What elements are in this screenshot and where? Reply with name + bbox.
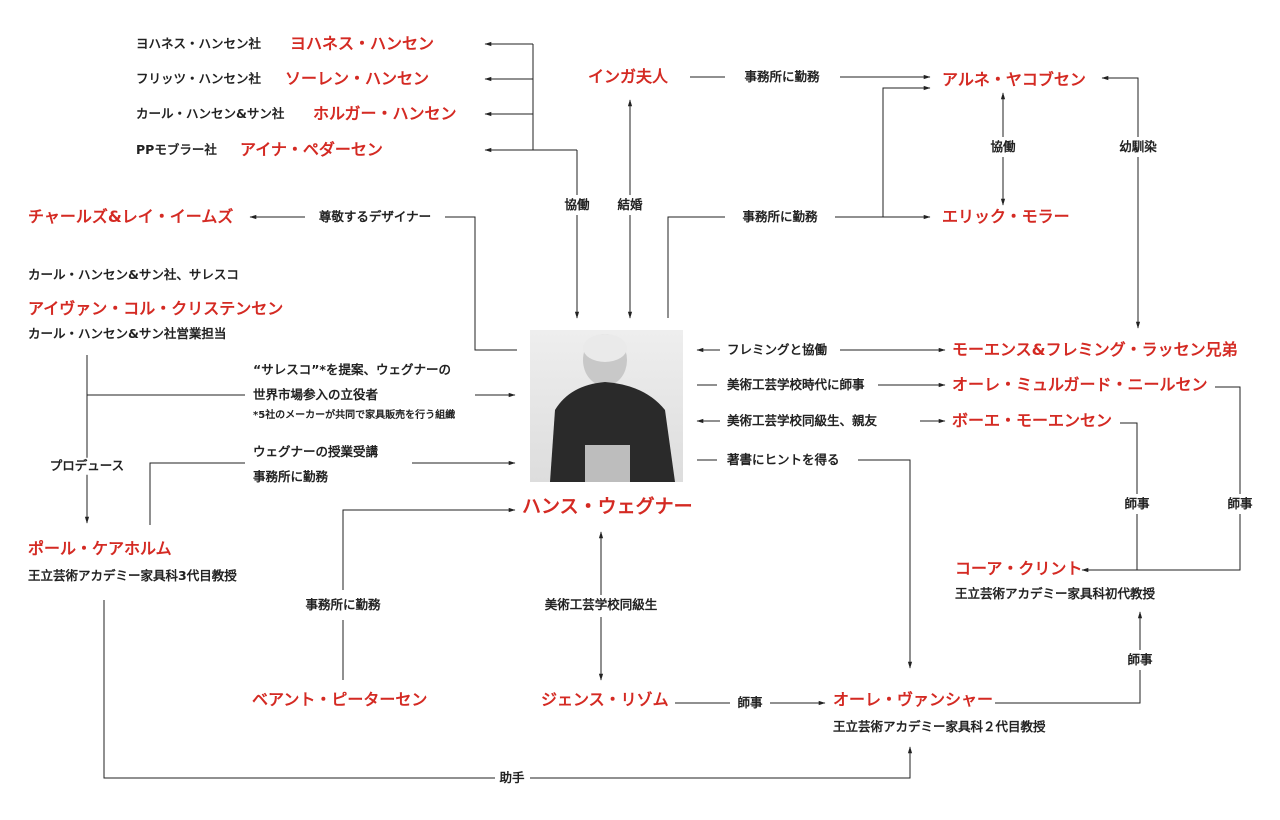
company-label: ヨハネス・ハンセン社 xyxy=(136,35,262,51)
company-label: カール・ハンセン&サン社 xyxy=(136,105,285,121)
relation-label: 事務所に勤務 xyxy=(744,68,820,84)
relation-label: 師事 xyxy=(737,694,763,710)
person-wegner: ハンス・ウェグナー xyxy=(522,495,693,518)
relation-label: プロデュース xyxy=(49,457,125,475)
poul-title: 王立芸術アカデミー家具科3代目教授 xyxy=(28,567,237,583)
ivan-affiliation: カール・ハンセン&サン社、サレスコ xyxy=(28,266,239,282)
relation-label: 結婚 xyxy=(617,196,643,212)
person-ole-w: オーレ・ヴァンシャー xyxy=(833,690,994,709)
relation-label: 幼馴染 xyxy=(1119,138,1157,154)
company-label: フリッツ・ハンセン社 xyxy=(136,70,262,86)
person-eames: チャールズ&レイ・イームズ xyxy=(28,207,234,226)
relation-label: 助手 xyxy=(499,769,525,785)
relation-label: 美術工芸学校同級生 xyxy=(544,596,658,612)
relation-label: 事務所に勤務 xyxy=(253,468,329,484)
person-bent: ベアント・ピーターセン xyxy=(252,690,428,709)
person-borge: ボーエ・モーエンセン xyxy=(952,411,1113,430)
person-name: ヨハネス・ハンセン xyxy=(290,34,435,53)
relation-label: フレミングと協働 xyxy=(727,341,828,357)
relation-label: 事務所に勤務 xyxy=(305,596,381,612)
relation-label: 協働 xyxy=(564,196,590,212)
relation-label: 師事 xyxy=(1227,495,1253,511)
portrait-illustration xyxy=(550,334,675,482)
relation-label: 師事 xyxy=(1124,495,1150,511)
person-name: ソーレン・ハンセン xyxy=(285,69,430,88)
relation-label: 美術工芸学校時代に師事 xyxy=(727,376,865,392)
person-ivan: アイヴァン・コル・クリステンセン xyxy=(28,299,284,318)
person-name: アイナ・ペダーセン xyxy=(240,140,383,159)
company-label: PPモブラー社 xyxy=(136,141,217,157)
person-name: ホルガー・ハンセン xyxy=(313,104,457,123)
relation-label: 尊敬するデザイナー xyxy=(318,208,432,224)
person-arne: アルネ・ヤコブセン xyxy=(942,70,1086,89)
person-jens: ジェンス・リゾム xyxy=(541,690,669,709)
ole-w-title: 王立芸術アカデミー家具科２代目教授 xyxy=(833,718,1046,734)
relation-label: 師事 xyxy=(1127,651,1153,667)
relation-label: 美術工芸学校同級生、親友 xyxy=(727,412,878,428)
relation-label: ウェグナーの授業受講 xyxy=(253,443,379,459)
person-erik: エリック・モラー xyxy=(942,207,1070,226)
relation-label: 世界市場参入の立役者 xyxy=(253,386,379,402)
person-kaare: コーア・クリント xyxy=(955,559,1083,578)
ivan-role: カール・ハンセン&サン社営業担当 xyxy=(28,325,227,341)
person-ole-m: オーレ・ミュルガード・ニールセン xyxy=(952,375,1208,394)
relation-label: 協働 xyxy=(990,138,1016,154)
relation-label: 事務所に勤務 xyxy=(742,208,818,224)
person-poul: ポール・ケアホルム xyxy=(28,539,172,558)
relation-label: 著書にヒントを得る xyxy=(727,451,840,467)
person-mogens: モーエンス&フレミング・ラッセン兄弟 xyxy=(952,340,1238,359)
hans-wegner-photo xyxy=(530,330,683,482)
relation-label: “サレスコ”*を提案、ウェグナーの xyxy=(253,361,451,377)
relation-footnote: *5社のメーカーが共同で家具販売を行う組織 xyxy=(253,410,456,421)
kaare-title: 王立芸術アカデミー家具科初代教授 xyxy=(955,585,1156,601)
person-inga: インガ夫人 xyxy=(588,67,669,86)
